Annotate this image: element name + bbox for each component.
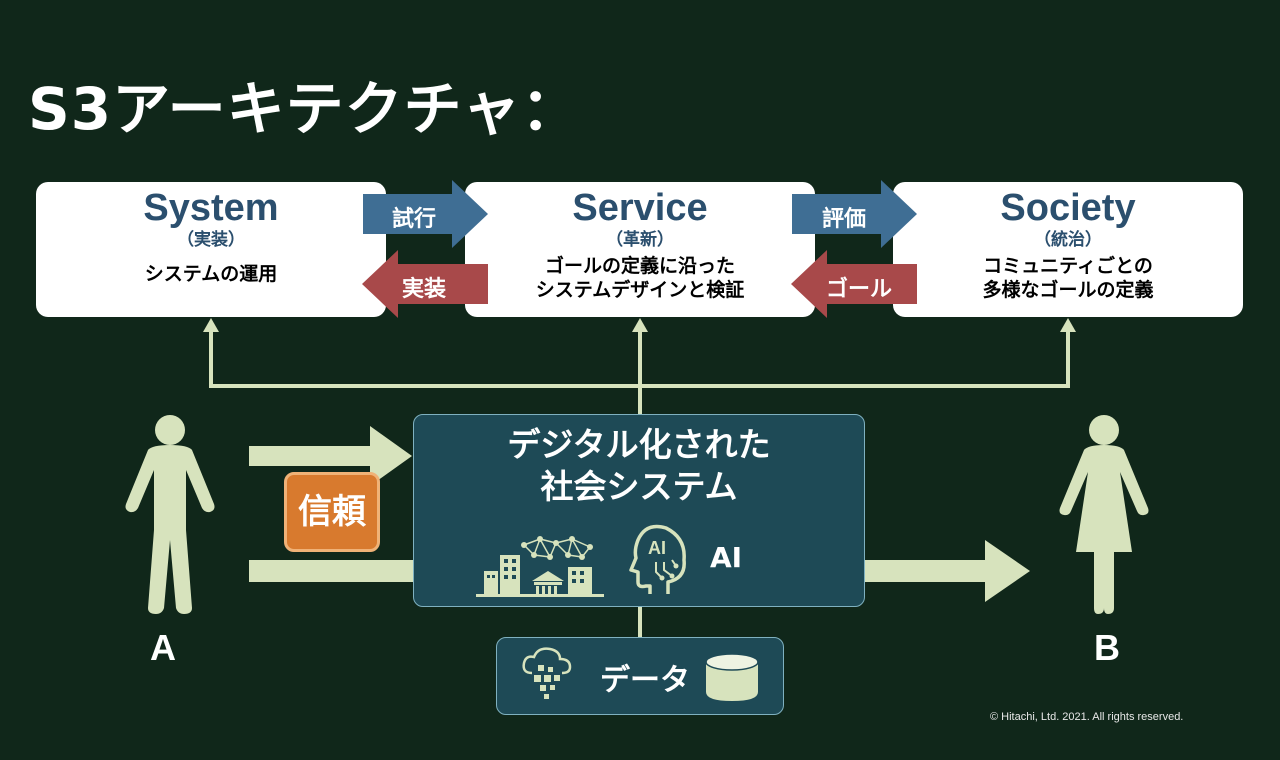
cloud-data-icon [522,647,572,699]
card-service: Service （革新） ゴールの定義に沿った システムデザインと検証 [465,182,815,317]
person-a-label: A [150,627,176,668]
card-system-desc: システムの運用 [144,263,278,285]
card-society-desc-line2: 多様なゴールの定義 [982,279,1154,301]
arrowhead-society [1060,318,1076,332]
central-title-line1: デジタル化された [507,425,771,464]
arrow-trial-shape [363,180,488,248]
ai-label: AI [710,541,743,574]
ai-icon-text: AI [648,538,666,558]
person-b-label: B [1094,627,1120,668]
card-system-sub: （実装） [177,230,245,250]
database-icon [705,653,759,701]
card-system: System （実装） システムの運用 [36,182,386,317]
flow-bar-lower [249,560,413,582]
arrow-evaluate-label: 評価 [822,207,867,232]
arrowhead-service [632,318,648,332]
card-service-desc-line2: システムデザインと検証 [535,279,745,301]
smart-city-icon [476,536,604,597]
card-society-sub: （統治） [1034,230,1102,250]
person-a-icon [125,415,215,614]
trust-badge: 信頼 [284,472,380,552]
arrow-implement-shape [362,250,488,318]
arrow-evaluate-shape [792,180,917,248]
person-b-icon [1059,415,1149,614]
copyright-notice: © Hitachi, Ltd. 2021. All rights reserve… [990,711,1184,723]
arrows-system-service [362,180,488,318]
card-service-title: Service [572,187,708,229]
arrow-goal-label: ゴール [826,277,893,302]
card-society-title: Society [1000,187,1136,229]
card-service-sub: （革新） [606,230,674,250]
page-title: S3アーキテクチャ： [28,75,581,143]
arrowhead-system [203,318,219,332]
arrow-implement-label: 実装 [402,277,447,302]
central-title-line2: 社会システム [540,467,738,506]
ai-head-icon: AI [629,524,686,594]
data-label: データ [600,663,690,698]
card-service-desc-line1: ゴールの定義に沿った [544,255,735,277]
card-society-desc-line1: コミュニティごとの [983,255,1153,277]
card-system-title: System [143,187,279,229]
arrow-goal-shape [791,250,917,318]
card-society: Society （統治） コミュニティごとの 多様なゴールの定義 [893,182,1243,317]
arrow-trial-label: 試行 [392,207,437,232]
flow-arrow-to-b [865,540,1030,602]
flow-arrow-into-system [249,426,412,486]
arrows-service-society [791,180,917,318]
central-title: デジタル化された 社会システム [413,424,865,508]
